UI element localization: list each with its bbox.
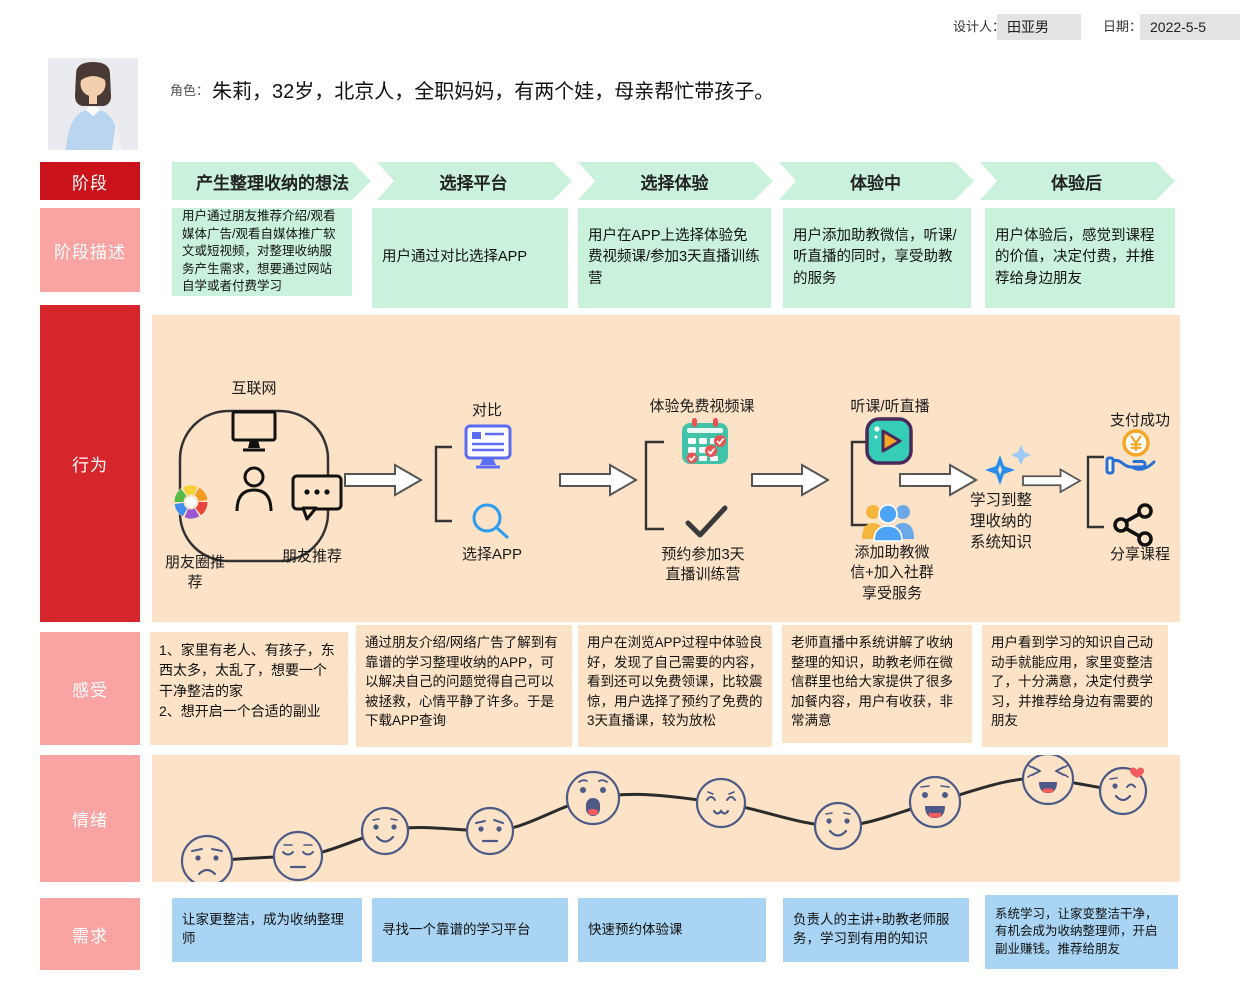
chevron-shape [980,162,1175,200]
share-icon [1113,503,1153,547]
behavior-band: 互联网 朋友圈推荐 朋友推荐 [152,315,1180,622]
moments-pinwheel-icon [174,485,208,519]
designer-label: 设计人： [953,19,1006,34]
friend-label: 朋友推荐 [281,548,342,565]
stage-arrow-2: 选择平台 [373,162,574,200]
emotion-face-slight-smile [360,806,410,856]
emotion-face-worried [180,834,234,888]
stage-arrow-5: 体验后 [976,162,1177,200]
rail-feeling: 感受 [40,632,140,745]
emotion-face-laughing [1021,752,1075,806]
need-4: 负责人的主讲+助教老师服务，学习到有用的知识 [783,898,969,962]
rail-stage: 阶段 [40,162,140,200]
date-field[interactable]: 2022-5-5 [1140,14,1240,40]
rail-emotion: 情绪 [40,755,140,882]
search-icon [472,503,509,539]
stage-label: 产生整理收纳的想法 [196,173,349,193]
persona-description: 朱莉，32岁，北京人，全职妈妈，有两个娃，母亲帮忙带孩子。 [212,81,775,103]
listen-label: 听课/听直播 [850,398,930,415]
persona-avatar [48,58,138,150]
group-icon [862,504,914,542]
learn-label: 学习到整理收纳的系统知识 [970,492,1033,551]
stage-desc-1: 用户通过朋友推荐介绍/观看媒体广告/观看自媒体推广软文或短视频，对整理收纳服务产… [172,208,352,296]
flow-arrow-icon [1022,467,1082,494]
need-3: 快速预约体验课 [578,898,766,962]
stage-label: 选择体验 [640,173,709,193]
stage-arrow-4: 体验中 [775,162,976,200]
emotion-face-grin [908,775,962,829]
stage-desc-5: 用户体验后，感觉到课程的价值，决定付费，并推荐给身边朋友 [985,208,1175,308]
stage-label: 体验中 [850,173,901,193]
emotion-band [152,752,1180,888]
choose-app-label: 选择APP [461,546,522,563]
emotion-face-skeptical [465,806,515,856]
person-icon [235,466,273,512]
compare-monitor-icon [464,424,512,469]
add-wechat-label: 添加助教微信+加入社群享受服务 [850,544,934,602]
check-icon [685,505,728,538]
internet-label: 互联网 [231,380,277,397]
payment-hand-icon [1105,429,1156,475]
emotion-face-content [695,777,747,829]
rail-stage-desc: 阶段描述 [40,208,140,292]
chevron-shape [172,162,371,200]
emotion-face-surprised [565,770,621,826]
flow-arrow-icon [751,463,831,497]
rail-need: 需求 [40,898,140,970]
stage-arrow-3: 选择体验 [574,162,775,200]
free-video-label: 体验免费视频课 [649,398,755,415]
stage-label: 选择平台 [439,173,508,193]
feeling-3: 用户在浏览APP过程中体验良好，发现了自己需要的内容，看到还可以免费领课，比较震… [578,625,772,747]
feeling-2: 通过朋友介绍/网络广告了解到有靠谱的学习整理收纳的APP，可以解决自己的问题觉得… [356,625,572,747]
compare-label: 对比 [471,402,502,419]
feeling-5: 用户看到学习的知识自己动动手就能应用，家里变整洁了，十分满意，决定付费学习，并推… [982,625,1168,747]
stage-label: 体验后 [1051,173,1102,193]
stage-arrow-1: 产生整理收纳的想法 [172,162,373,200]
need-2: 寻找一个靠谱的学习平台 [372,898,568,962]
emotion-face-smile [813,801,863,851]
need-1: 让家更整洁，成为收纳整理师 [172,898,362,962]
flow-arrow-icon [899,463,979,497]
video-play-icon [865,417,913,465]
sparkles-icon [985,445,1031,485]
flow-arrow-icon [344,463,424,497]
chevron-shape [779,162,974,200]
pay-label: 支付成功 [1109,412,1170,429]
stage-desc-3: 用户在APP上选择体验免费视频课/参加3天直播训练营 [578,208,771,308]
stage-row: 产生整理收纳的想法 选择平台 选择体验 体验中 体验后 [172,162,1177,200]
emotion-face-unamused [272,830,324,882]
avatar-image [48,58,138,150]
share-label: 分享课程 [1109,546,1170,563]
chevron-shape [578,162,773,200]
book-camp-label: 预约参加3天直播训练营 [661,546,745,584]
calendar-icon [682,418,728,464]
flow-arrow-icon [559,463,639,497]
chevron-shape [377,162,572,200]
feeling-4: 老师直播中系统讲解了收纳整理的知识，助教老师在微信群里也给大家提供了很多加餐内容… [782,625,972,743]
need-5: 系统学习，让家变整洁干净，有机会成为收纳整理师，开启副业赚钱。推荐给朋友 [985,895,1178,969]
chat-bubble-icon [291,474,343,521]
stage-desc-2: 用户通过对比选择APP [372,208,568,308]
designer-field[interactable]: 田亚男 [997,14,1081,40]
date-label: 日期： [1103,19,1143,34]
stage-desc-4: 用户添加助教微信，听课/听直播的同时，享受助教的服务 [783,208,971,308]
emotion-face-wink-heart [1098,766,1148,816]
persona-role-label: 角色： [170,83,210,98]
behavior-flow-lines [178,409,1104,563]
feeling-1: 1、家里有老人、有孩子，东西太多，太乱了，想要一个干净整洁的家 2、想开启一个合… [150,632,348,745]
rail-behavior: 行为 [40,305,140,622]
moments-label: 朋友圈推荐 [164,554,225,592]
internet-monitor-icon [231,410,277,452]
emotion-curve [180,752,1148,888]
